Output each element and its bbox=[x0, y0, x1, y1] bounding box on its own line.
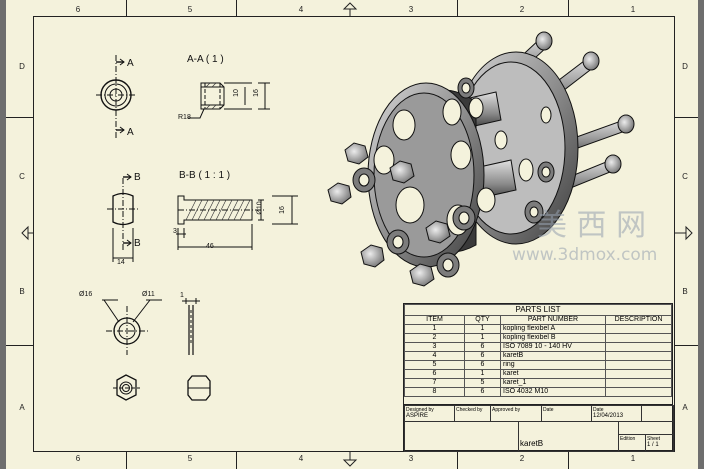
title-block: Designed by ASPIRE Checked by Approved b… bbox=[403, 404, 674, 452]
cut-label-b-bottom: B bbox=[134, 238, 141, 249]
cut-label-b-top: B bbox=[134, 172, 141, 183]
zone-label-right-b: B bbox=[682, 287, 688, 296]
dim-1: 1 bbox=[180, 292, 184, 299]
dim-3: 3 bbox=[173, 228, 177, 235]
orthographic-views bbox=[96, 55, 298, 401]
approved-by-cell: Approved by bbox=[490, 405, 542, 422]
zone-label-top-5: 5 bbox=[187, 5, 193, 14]
dim-16-b: 16 bbox=[278, 206, 286, 214]
drawing-sheet: 6 5 4 3 2 1 6 5 4 3 2 1 D C B A D C B A bbox=[6, 0, 698, 469]
edition-cell: Edition bbox=[618, 434, 646, 452]
watermark-url: www.3dmox.com bbox=[512, 245, 658, 265]
part-name: karetB bbox=[520, 439, 544, 448]
dim-r18: R18 bbox=[178, 114, 191, 121]
coupling-isometric-view bbox=[327, 31, 635, 287]
dim-dia16: Ø16 bbox=[79, 291, 93, 298]
header-description: DESCRIPTION bbox=[605, 315, 672, 325]
designed-by-cell: Designed by ASPIRE bbox=[404, 405, 455, 422]
zone-label-right-c: C bbox=[682, 172, 688, 181]
parts-list-table: PARTS LIST ITEM QTY PART NUMBER DESCRIPT… bbox=[403, 303, 673, 405]
cut-label-a-bottom: A bbox=[127, 127, 134, 138]
dim-14: 14 bbox=[117, 259, 125, 266]
zone-label-left-a: A bbox=[19, 403, 25, 412]
header-item: ITEM bbox=[404, 315, 465, 325]
zone-label-left-c: C bbox=[19, 172, 25, 181]
zone-label-bottom-5: 5 bbox=[187, 454, 193, 463]
sheet-cell: Sheet 1 / 1 bbox=[645, 434, 674, 452]
watermark-cn: 美 西 网 bbox=[537, 208, 647, 243]
zone-label-bottom-6: 6 bbox=[75, 454, 81, 463]
checked-by-cell: Checked by bbox=[454, 405, 491, 422]
header-part-number: PART NUMBER bbox=[500, 315, 606, 325]
part-name-cell: karetB bbox=[518, 421, 619, 452]
zone-label-bottom-3: 3 bbox=[408, 454, 414, 463]
zone-label-right-d: D bbox=[682, 62, 688, 71]
zone-label-bottom-2: 2 bbox=[519, 454, 525, 463]
zone-label-top-1: 1 bbox=[630, 5, 636, 14]
zone-label-top-2: 2 bbox=[519, 5, 525, 14]
date-cell-2: Date 12/04/2013 bbox=[591, 405, 642, 422]
dim-dia11: Ø11 bbox=[142, 291, 155, 298]
dim-dia10-b: Ø10 bbox=[256, 201, 264, 215]
dim-46: 46 bbox=[206, 243, 214, 250]
zone-label-right-a: A bbox=[682, 403, 688, 412]
parts-list-title: PARTS LIST bbox=[404, 304, 672, 316]
zone-label-left-d: D bbox=[19, 62, 25, 71]
section-bb-title: B-B ( 1 : 1 ) bbox=[179, 170, 231, 181]
centering-marks bbox=[21, 2, 693, 467]
drawing-frame bbox=[33, 16, 675, 452]
zone-label-top-4: 4 bbox=[298, 5, 304, 14]
sheet-value: 1 / 1 bbox=[647, 442, 659, 448]
designed-by-value: ASPIRE bbox=[406, 413, 429, 419]
date-cell-1: Date bbox=[541, 405, 592, 422]
company-cell bbox=[404, 421, 519, 452]
zone-label-left-b: B bbox=[19, 287, 25, 296]
date-value: 12/04/2013 bbox=[593, 413, 624, 419]
zone-label-bottom-1: 1 bbox=[630, 454, 636, 463]
zone-label-top-6: 6 bbox=[75, 5, 81, 14]
zone-label-top-3: 3 bbox=[408, 5, 414, 14]
blank-cell bbox=[641, 405, 674, 422]
dim-10-a: 10 bbox=[232, 89, 240, 97]
zone-label-bottom-4: 4 bbox=[298, 454, 304, 463]
section-aa-title: A-A ( 1 ) bbox=[187, 54, 224, 65]
cut-label-a-top: A bbox=[127, 58, 134, 69]
blank-cell-2 bbox=[618, 421, 674, 435]
header-qty: QTY bbox=[464, 315, 501, 325]
dim-16-a: 16 bbox=[252, 89, 260, 97]
